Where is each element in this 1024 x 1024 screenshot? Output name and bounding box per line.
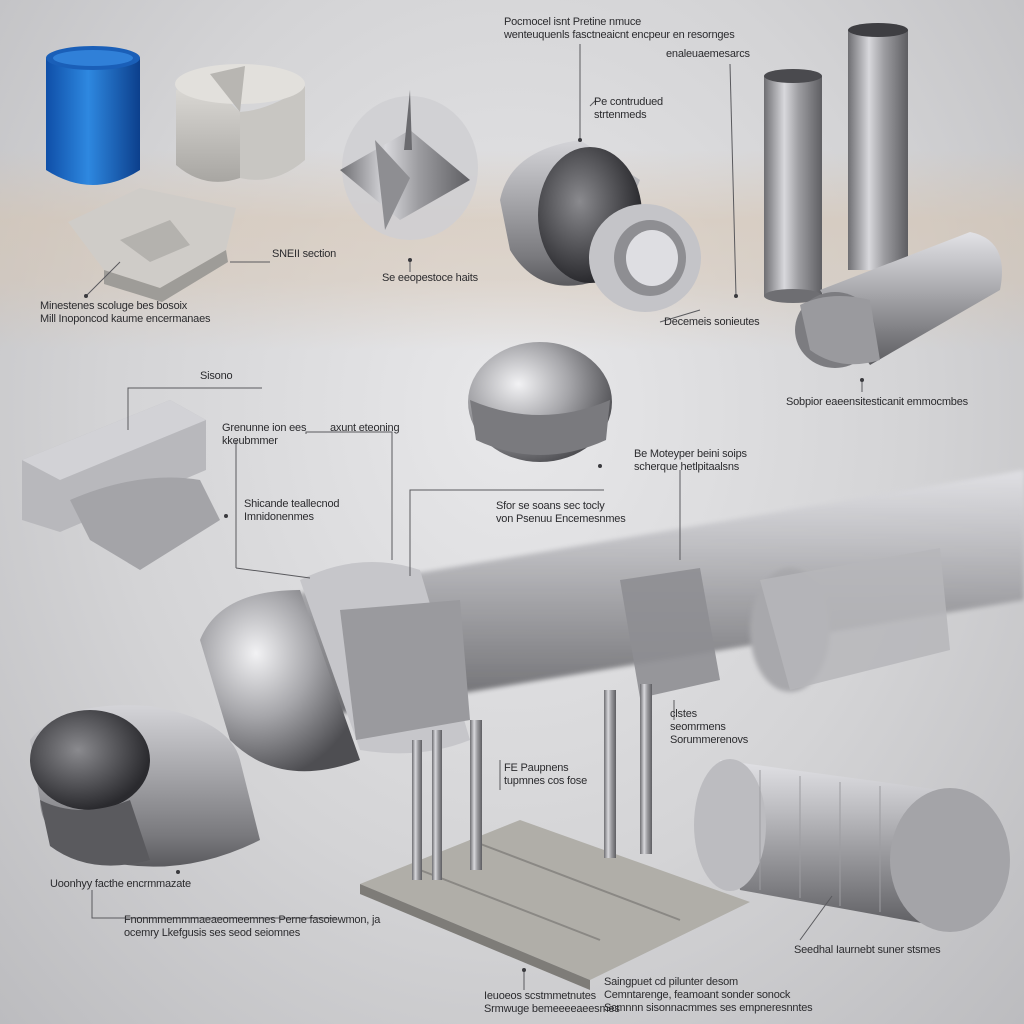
label-bottom-right: Seedhal Iaurnebt suner stsmes [794, 944, 941, 956]
label-right-cylinder: Decemeis sonieutes [664, 316, 760, 328]
label-right-bottom: Sobpior eaeensitesticanit emmocmbes [786, 396, 968, 408]
horizontal-cylinder-right [795, 232, 1002, 368]
label-shel-section: SNEII section [272, 248, 337, 260]
label-left-block: Minestenes scoluge bes bosoix Mill Inopo… [40, 300, 211, 325]
label-slab-title: Sisono [200, 370, 233, 382]
pipe-coupling [500, 140, 701, 312]
callout-dots [84, 138, 864, 972]
label-top-center-sub: enaleuaemesarcs [666, 48, 750, 60]
label-bottom-left: Fnonmmemmmaeaeomeemnes Perne fasoiewmon,… [124, 914, 381, 939]
label-mid-fitting: Se eeopestoce haits [382, 272, 478, 284]
steel-dome [468, 342, 612, 462]
vertical-tubes [764, 23, 908, 303]
label-slab-right: axunt eteoning [330, 422, 400, 434]
label-bottom-center-right: Saingpuet cd pilunter desom Cemntarenge,… [604, 976, 813, 1014]
label-pipe-note: Pe contrudued strtenmeds [594, 96, 663, 121]
leader-lines [85, 44, 863, 990]
stone-segment [175, 64, 305, 182]
label-column-note: clstes seomrmens Sorummerenovs [670, 708, 749, 746]
label-slab-mid: Shicande teallecnod Imnidonenmes [244, 498, 340, 523]
label-elbow-note: Uoonhyy facthe encrmmazate [50, 878, 191, 890]
label-sphere-bottom: Sfor se soans sec tocly von Psenuu Encem… [496, 500, 626, 525]
label-bottom-center-left: Ieuoeos scstmmetnutes Srmwuge bemeeeeaee… [484, 990, 620, 1015]
support-platform [360, 684, 750, 990]
label-platform-note: FE Paupnens tupmnes cos fose [504, 762, 588, 787]
blue-cylinder [46, 46, 140, 185]
pipe-elbow [30, 705, 260, 867]
mesh-block [22, 400, 220, 570]
label-top-center: Pocmocel isnt Pretine nmuce wenteuquenls… [504, 16, 735, 41]
label-slab-left: Grenunne ion ees kkeubmmer [222, 422, 307, 447]
concrete-slab [68, 188, 236, 302]
label-sphere-right: Be Moteyper beini soips scherque hetlpit… [634, 448, 747, 473]
main-pipeline [200, 470, 1024, 772]
gridded-cylinder [694, 759, 1010, 932]
blade-fitting [340, 90, 478, 240]
